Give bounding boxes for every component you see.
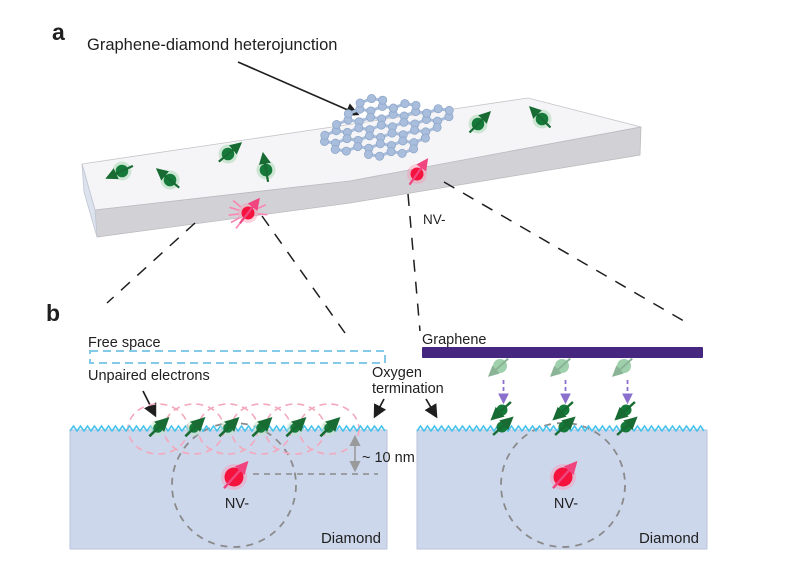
- surface-electron-spins-a: [105, 105, 552, 190]
- carbon-atom: [400, 99, 410, 109]
- carbon-atom: [355, 98, 365, 108]
- graphene-label: Graphene: [422, 332, 487, 348]
- carbon-atom: [330, 144, 340, 154]
- nv-center-right: [550, 460, 578, 490]
- electron-transfer-columns: [487, 357, 638, 436]
- paired-electron-spin: [552, 401, 574, 421]
- carbon-atom: [342, 134, 352, 144]
- nv-center: [221, 460, 249, 490]
- diamond-label-left: Diamond: [321, 530, 381, 547]
- faded-electron-spin: [487, 357, 509, 377]
- carbon-atom: [432, 122, 442, 132]
- carbon-atom: [386, 147, 396, 157]
- carbon-atom: [375, 151, 385, 161]
- zoom-guide-line: [261, 215, 346, 334]
- surface-electron-spin: [319, 416, 341, 438]
- paired-electron-spin: [614, 401, 636, 421]
- carbon-atom: [332, 120, 342, 130]
- nv-center: [550, 460, 578, 490]
- oxygen-termination-label-1: Oxygen: [372, 365, 422, 381]
- zoom-guide-line: [407, 193, 421, 332]
- surface-electron-spin: [218, 416, 240, 438]
- carbon-atom: [353, 142, 363, 152]
- oxygen-arrow-right: [424, 398, 438, 419]
- nv-label-right: NV-: [554, 496, 578, 512]
- zoom-guide-line: [106, 222, 196, 304]
- graphene-lattice: [319, 94, 454, 161]
- nv-label-a: NV-: [423, 212, 446, 227]
- surface-electron-spin: [251, 416, 273, 438]
- paired-electron-spin: [616, 416, 638, 436]
- carbon-atom: [343, 109, 353, 119]
- carbon-atom: [420, 133, 430, 143]
- zoom-guide-line: [443, 181, 690, 325]
- surface-electron-spin: [184, 416, 206, 438]
- panel-b-label: b: [46, 300, 60, 326]
- paired-electron-spin: [554, 416, 576, 436]
- carbon-atom: [388, 103, 398, 113]
- electron-spin: [468, 110, 492, 134]
- carbon-atom: [378, 95, 388, 105]
- free-space-outline: [89, 350, 386, 364]
- panel-a-title: Graphene-diamond heterojunction: [87, 36, 337, 54]
- nv-center: [407, 158, 429, 186]
- surface-electron-spin: [285, 416, 307, 438]
- carbon-atom: [366, 112, 376, 122]
- nv-center: [228, 197, 268, 229]
- paired-electron-spin: [490, 401, 512, 421]
- graphene-sheet: [422, 347, 703, 358]
- electron-spin: [218, 142, 243, 164]
- title-pointer-arrow: [237, 61, 360, 116]
- carbon-atom: [375, 139, 385, 149]
- panel-a-label: a: [52, 19, 65, 45]
- faded-electron-spin: [549, 357, 571, 377]
- carbon-atom: [397, 148, 407, 158]
- carbon-atom: [411, 100, 421, 110]
- electron-spin: [105, 161, 134, 181]
- nv-label-left: NV-: [225, 496, 249, 512]
- panel-b: b Free space Unpaired electrons Oxygen t…: [46, 300, 708, 550]
- depth-label: ~ 10 nm: [362, 450, 415, 466]
- carbon-atom: [354, 123, 364, 133]
- faded-electron-spin: [611, 357, 633, 377]
- surface-electron-spin: [148, 416, 170, 438]
- oxygen-arrow-left: [373, 398, 387, 419]
- carbon-atom: [387, 128, 397, 138]
- carbon-atom: [444, 105, 454, 115]
- carbon-atom: [398, 136, 408, 146]
- diamond-label-right: Diamond: [639, 530, 699, 547]
- unpaired-electrons-label: Unpaired electrons: [88, 368, 210, 384]
- carbon-atom: [410, 125, 420, 135]
- free-space-label: Free space: [88, 335, 161, 351]
- electron-spin: [155, 168, 180, 190]
- electron-spin: [256, 151, 276, 183]
- nv-centers-a: [228, 158, 429, 229]
- unpaired-electrons-arrow: [142, 390, 157, 418]
- electron-spin: [528, 105, 552, 129]
- paired-electron-spin: [492, 416, 514, 436]
- surface-electron-spins-left: [148, 416, 341, 438]
- carbon-atom: [320, 130, 330, 140]
- carbon-atom: [367, 94, 377, 104]
- carbon-atom: [433, 104, 443, 114]
- carbon-atom: [409, 144, 419, 154]
- nv-center-left: [221, 460, 249, 490]
- carbon-atom: [365, 131, 375, 141]
- carbon-atom: [341, 146, 351, 156]
- oxygen-termination-label-2: termination: [372, 381, 444, 397]
- carbon-atom: [364, 149, 374, 159]
- carbon-atom: [422, 108, 432, 118]
- carbon-atom: [399, 117, 409, 127]
- panel-a: a Graphene-diamond heterojunction NV-: [52, 19, 690, 334]
- diamond-slab-side: [81, 163, 98, 238]
- carbon-atom: [376, 120, 386, 130]
